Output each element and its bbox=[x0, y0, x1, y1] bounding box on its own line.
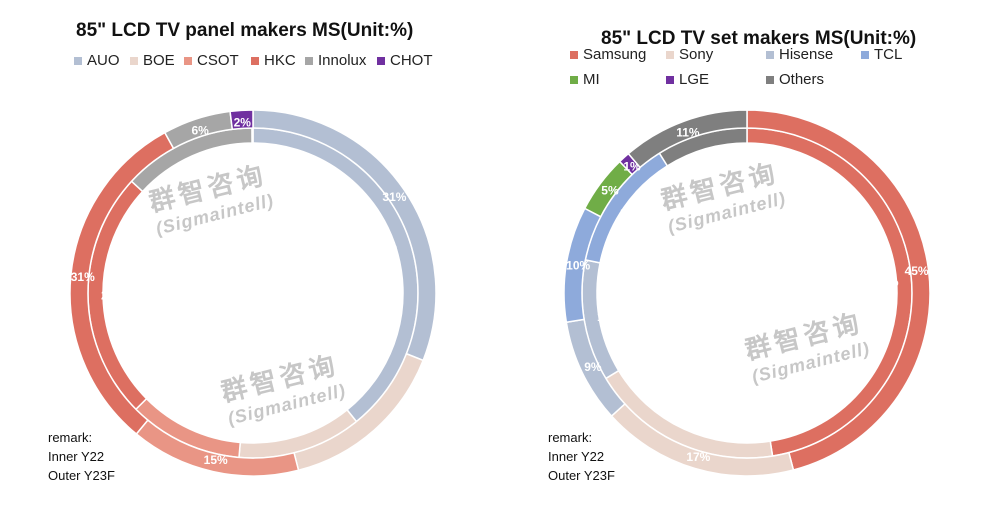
legend-label: BOE bbox=[143, 52, 175, 69]
outer-ring-label-mi: 5% bbox=[601, 184, 619, 198]
legend-swatch bbox=[251, 56, 259, 65]
inner-ring-label-auo: 42% bbox=[373, 239, 397, 253]
outer-ring-slice-others bbox=[627, 109, 748, 169]
legend-swatch bbox=[570, 50, 578, 59]
donut-chart-set-makers: 48%19%12%13%9%45%17%9%10%5%1%11% bbox=[563, 109, 931, 477]
legend-swatch bbox=[666, 50, 674, 59]
legend-item-others: Others bbox=[766, 71, 824, 88]
legend-label: TCL bbox=[874, 46, 903, 63]
chart-title: 85" LCD TV set makers MS(Unit:%) bbox=[601, 28, 917, 49]
legend-swatch bbox=[861, 50, 869, 59]
outer-ring-label-chot: 2% bbox=[234, 115, 252, 129]
outer-ring-label-innolux: 6% bbox=[191, 123, 209, 137]
legend-label: MI bbox=[583, 71, 600, 88]
legend-item-hkc: HKC bbox=[251, 52, 296, 69]
legend-swatch bbox=[130, 56, 138, 65]
legend-swatch bbox=[570, 75, 578, 84]
donut-chart-panel-makers: 42% 12% 26% 14% 0.1% 31% 15% 31% 6% 2% bbox=[69, 109, 437, 477]
inner-ring-slice-chot bbox=[251, 127, 254, 144]
remark-inner: Inner Y22 bbox=[548, 449, 605, 464]
inner-ring-label-hkc: 26% bbox=[101, 289, 125, 303]
outer-ring-slice-chot bbox=[229, 109, 254, 131]
legend-swatch bbox=[74, 56, 82, 65]
legend-item-boe: BOE bbox=[130, 52, 175, 69]
legend-label: HKC bbox=[264, 52, 296, 69]
inner-ring-label-sony: 19% bbox=[676, 413, 700, 427]
inner-ring-label-others: 9% bbox=[700, 151, 718, 165]
legend-item-auo: AUO bbox=[74, 52, 120, 69]
legend-label: Hisense bbox=[779, 46, 834, 63]
remark: remark: Inner Y22 Outer Y23F bbox=[548, 428, 615, 485]
legend-label: Samsung bbox=[583, 46, 647, 63]
outer-ring-label-hisense: 9% bbox=[584, 360, 602, 374]
outer-ring-label-auo: 31% bbox=[382, 190, 406, 204]
legend-item-samsung: Samsung bbox=[570, 46, 646, 63]
legend-swatch bbox=[377, 56, 385, 65]
outer-ring-label-csot: 15% bbox=[204, 453, 228, 467]
remark-heading: remark: bbox=[48, 430, 93, 445]
remark-inner: Inner Y22 bbox=[48, 449, 105, 464]
legend-item-sony: Sony bbox=[666, 46, 713, 63]
legend-label: CHOT bbox=[390, 52, 433, 69]
inner-ring-label-csot: 12% bbox=[182, 413, 206, 427]
remark-heading: remark: bbox=[548, 430, 593, 445]
inner-ring-label-hisense: 12% bbox=[597, 310, 621, 324]
legend-item-tcl: TCL bbox=[861, 46, 902, 63]
outer-ring-label-hkc: 31% bbox=[71, 270, 95, 284]
legend-swatch bbox=[305, 56, 313, 65]
legend-swatch bbox=[184, 56, 192, 65]
legend-item-csot: CSOT bbox=[184, 52, 239, 69]
legend-item-chot: CHOT bbox=[377, 52, 433, 69]
legend-label: Sony bbox=[679, 46, 714, 63]
remark: remark: Inner Y22 Outer Y23F bbox=[48, 428, 115, 485]
legend-label: CSOT bbox=[197, 52, 239, 69]
legend-label: AUO bbox=[87, 52, 120, 69]
legend-item-lge: LGE bbox=[666, 71, 709, 88]
legend-label: LGE bbox=[679, 71, 710, 88]
inner-ring-label-innolux: 14% bbox=[184, 158, 208, 172]
legend-swatch bbox=[766, 75, 774, 84]
inner-ring-slice-auo bbox=[252, 127, 419, 423]
legend-item-innolux: Innolux bbox=[305, 52, 366, 69]
outer-ring-label-samsung: 45% bbox=[905, 264, 929, 278]
legend-label: Others bbox=[779, 71, 825, 88]
inner-ring-label-chot: 0.1% bbox=[239, 146, 267, 160]
remark-outer: Outer Y23F bbox=[48, 468, 115, 483]
inner-ring-label-samsung: 48% bbox=[875, 275, 899, 289]
panel-makers-chart: 85" LCD TV panel makers MS(Unit:%) AUO BO… bbox=[0, 0, 493, 514]
chart-title: 85" LCD TV panel makers MS(Unit:%) bbox=[76, 20, 414, 41]
outer-ring-label-others: 11% bbox=[676, 126, 700, 140]
outer-ring-label-tcl: 10% bbox=[566, 259, 590, 273]
remark-outer: Outer Y23F bbox=[548, 468, 615, 483]
set-makers-chart: 85" LCD TV set makers MS(Unit:%) Samsung… bbox=[494, 0, 987, 514]
legend-label: Innolux bbox=[318, 52, 367, 69]
legend-swatch bbox=[666, 75, 674, 84]
legend-item-mi: MI bbox=[570, 71, 600, 88]
legend-swatch bbox=[766, 50, 774, 59]
inner-ring-label-tcl: 13% bbox=[620, 206, 644, 220]
outer-ring-label-sony: 17% bbox=[686, 450, 710, 464]
legend-item-hisense: Hisense bbox=[766, 46, 833, 63]
